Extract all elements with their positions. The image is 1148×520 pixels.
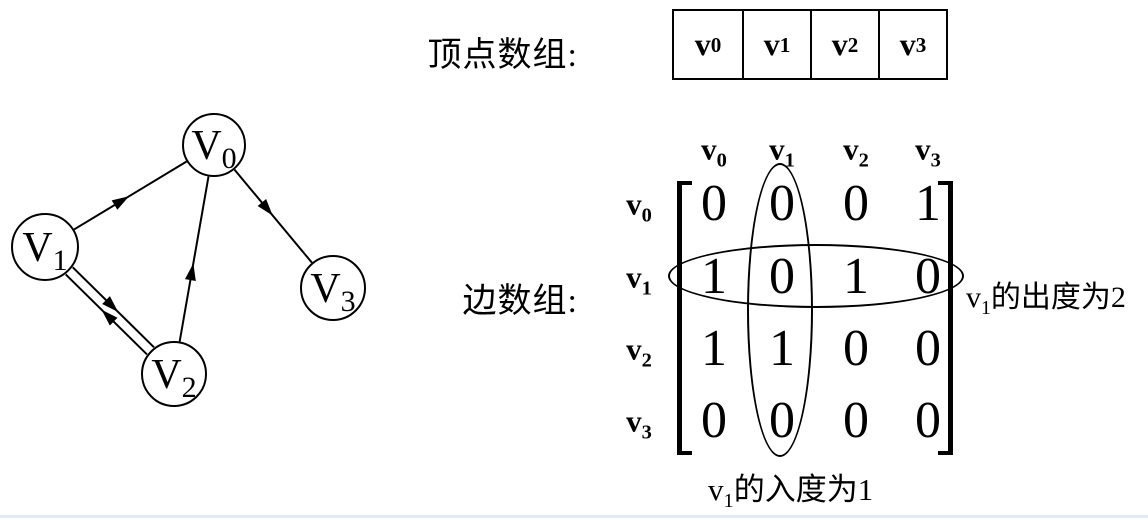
vertex-label-subscript: 1 — [981, 297, 991, 319]
col-highlight-ellipse — [747, 163, 813, 457]
vertex-label-base: v — [694, 26, 711, 62]
vertex-label-base: v — [626, 331, 642, 367]
arrowhead-v1-to-v2 — [102, 296, 119, 313]
node-circle-v1 — [11, 213, 79, 281]
vertex-label-base: v — [769, 131, 785, 167]
vertex-label-subscript: 1 — [641, 277, 652, 300]
matrix-cell-r3-c1: 0 — [769, 392, 795, 449]
matrix-left-bracket — [677, 181, 692, 455]
vertex-label-base: v — [626, 403, 642, 439]
matrix-row-header-v3: v3 — [626, 403, 652, 443]
node-circle-v3 — [300, 255, 366, 321]
vertex-label-subscript: 2 — [641, 349, 652, 372]
vertex-label-base: v — [763, 26, 780, 62]
matrix-row-header-v0: v0 — [626, 186, 652, 226]
matrix-cell-r2-c2: 0 — [843, 320, 869, 377]
matrix-cell-r2-c1: 1 — [769, 320, 795, 377]
vertex-label-subscript: 3 — [930, 149, 941, 172]
row-highlight-ellipse — [668, 244, 964, 308]
vertex-label-subscript: 2 — [858, 149, 869, 172]
vertex-label-base: v — [915, 131, 931, 167]
edge-line-v2-to-v0 — [178, 176, 210, 342]
out-degree-annotation: v1的出度为2 — [966, 281, 1126, 319]
arrowhead-v0-to-v3 — [257, 199, 273, 216]
node-circle-v0 — [182, 113, 246, 177]
vertex-label-subscript: 1 — [723, 490, 734, 513]
matrix-cell-r3-c0: 0 — [701, 392, 727, 449]
matrix-col-header-v1: v1 — [769, 131, 795, 171]
matrix-col-header-v3: v3 — [915, 131, 941, 171]
matrix-cell-r1-c0: 1 — [701, 248, 727, 305]
matrix-cell-r2-c0: 1 — [701, 320, 727, 377]
vertex-label-base: v — [843, 131, 859, 167]
matrix-cell-r1-c3: 0 — [915, 248, 941, 305]
vertex-label-base: v — [899, 26, 916, 62]
in-degree-annotation: v1的入度为1 — [708, 472, 874, 513]
matrix-cell-r0-c1: 0 — [769, 175, 795, 232]
matrix-right-bracket — [938, 181, 953, 455]
node-circle-v2 — [141, 341, 207, 407]
vertex-label-base: v — [831, 26, 848, 62]
vertex-array-label: 顶点数组: — [427, 37, 578, 74]
matrix-row-header-v2: v2 — [626, 331, 652, 371]
matrix-cell-r3-c2: 0 — [843, 392, 869, 449]
matrix-cell-r0-c0: 0 — [701, 175, 727, 232]
arrowhead-v2-to-v0 — [184, 263, 196, 282]
vertex-label-subscript: 0 — [716, 149, 727, 172]
matrix-cell-r0-c2: 0 — [843, 175, 869, 232]
matrix-cell-r1-c1: 0 — [769, 248, 795, 305]
matrix-cell-r1-c2: 1 — [843, 248, 869, 305]
vertex-label-base: v — [626, 259, 642, 295]
matrix-cell-r0-c3: 1 — [915, 175, 941, 232]
vertex-label-base: v — [626, 186, 642, 222]
vertex-label-base: v — [708, 472, 724, 507]
vertex-label-base: v — [966, 281, 981, 314]
matrix-cell-r2-c3: 0 — [915, 320, 941, 377]
matrix-col-header-v0: v0 — [701, 131, 727, 171]
matrix-cell-r3-c3: 0 — [915, 392, 941, 449]
bottom-strip — [0, 515, 1148, 518]
vertex-label-subscript: 1 — [784, 149, 795, 172]
vertex-label-subscript: 0 — [641, 204, 652, 227]
arrowhead-v1-to-v0 — [111, 196, 130, 210]
vertex-label-subscript: 3 — [641, 421, 652, 444]
edge-line-v1-to-v0 — [73, 160, 188, 231]
arrowhead-v2-to-v1 — [101, 309, 118, 326]
matrix-col-header-v2: v2 — [843, 131, 869, 171]
edge-line-v0-to-v3 — [233, 168, 313, 264]
matrix-row-header-v1: v1 — [626, 259, 652, 299]
vertex-label-base: v — [701, 131, 717, 167]
edge-array-label: 边数组: — [462, 283, 578, 320]
